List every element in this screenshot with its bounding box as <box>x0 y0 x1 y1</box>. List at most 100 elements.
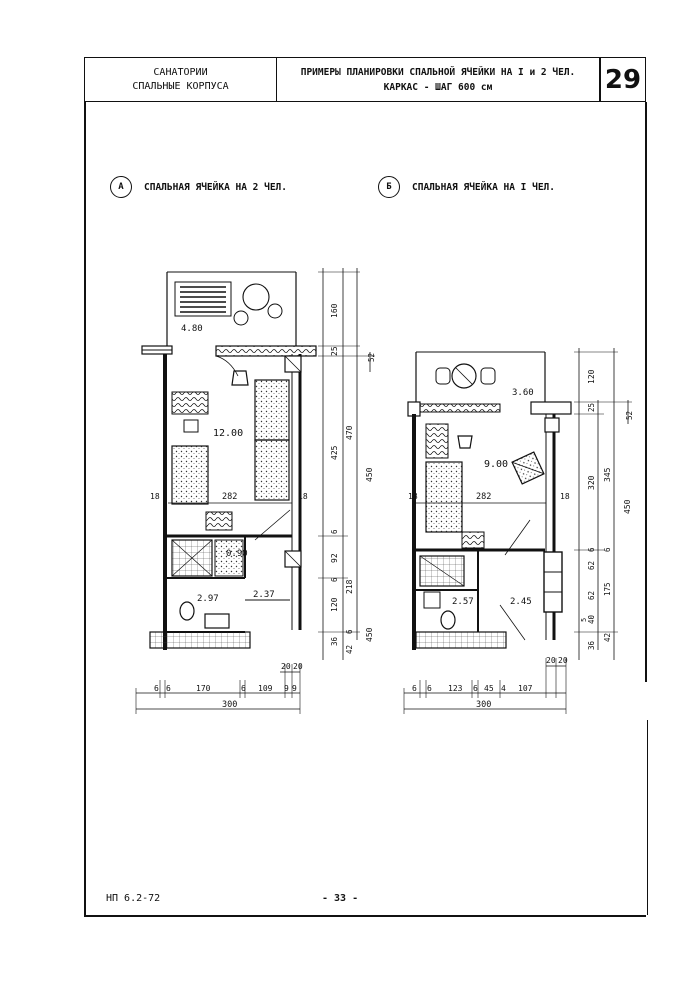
plan-b-chair-2 <box>480 367 496 385</box>
plan-b-walls <box>407 401 572 650</box>
page-number: - 33 - <box>322 893 359 904</box>
frame-bottom-border <box>84 915 646 917</box>
plan-a-bed-2 <box>171 445 209 505</box>
section-b-mark: Б <box>378 176 400 198</box>
plan-b-dim-w-left: 18 <box>408 492 418 501</box>
plan-a-dim-v8: 6 <box>330 577 339 582</box>
plan-a-dim-b1: 6 <box>154 684 159 693</box>
section-b-heading: Б СПАЛЬНАЯ ЯЧЕЙКА НА I ЧЕЛ. <box>378 176 555 198</box>
plan-a-dim-v12: 36 <box>330 636 339 646</box>
plan-b-dim-v5: 345 <box>603 467 612 482</box>
plan-b-dim-v2: 25 <box>587 403 596 412</box>
plan-b-dim-v15: 36 <box>587 640 596 650</box>
section-a-title: СПАЛЬНАЯ ЯЧЕЙКА НА 2 ЧЕЛ. <box>144 181 287 193</box>
plan-a-dim-b3: 170 <box>196 684 211 693</box>
plan-b-dim-v6: 450 <box>623 499 632 514</box>
plan-a-closet <box>214 539 244 577</box>
plan-a-dim-b6: 9 <box>284 684 289 693</box>
plan-b-sink-icon <box>423 591 441 609</box>
frame-right-border <box>645 102 647 682</box>
plan-b-dim-v12: 40 <box>587 614 596 624</box>
section-a-heading: А СПАЛЬНАЯ ЯЧЕЙКА НА 2 ЧЕЛ. <box>110 176 287 198</box>
plan-b-dim-b9: 20 <box>558 656 568 665</box>
plan-b-dim-v1: 120 <box>587 369 596 384</box>
plan-a-nightstand <box>183 419 199 433</box>
plan-b-dim-b6: 4 <box>501 684 506 693</box>
plan-a-dim-b2: 6 <box>166 684 171 693</box>
plan-a: 4.80 <box>135 268 376 714</box>
plan-b-dim-b3: 123 <box>448 684 463 693</box>
section-a-mark: А <box>110 176 132 198</box>
title-block-title: ПРИМЕРЫ ПЛАНИРОВКИ СПАЛЬНОЙ ЯЧЕЙКИ НА I … <box>277 58 601 101</box>
plan-a-dim-v13: 6 <box>345 629 354 634</box>
plan-b-dim-b8: 20 <box>546 656 556 665</box>
plan-b-width-dims: 18 282 18 <box>408 492 570 504</box>
plan-a-bed-1 <box>254 379 290 441</box>
plan-a-lamp-icon <box>231 370 249 386</box>
plan-a-dim-v5: 470 <box>345 425 354 440</box>
plan-b-hall-area: 2.45 <box>510 597 532 607</box>
plan-a-dim-b4: 6 <box>241 684 246 693</box>
sheet-number: 29 <box>604 64 642 95</box>
plan-b-dim-v10: 175 <box>603 582 612 596</box>
plan-a-dim-v7: 6 <box>330 529 339 534</box>
plan-b-armchair <box>511 451 545 485</box>
plan-b-bed <box>425 461 463 533</box>
plan-b-dim-v9: 62 <box>587 561 596 570</box>
plan-b-furniture <box>419 423 545 630</box>
title-block-category: САНАТОРИИ СПАЛЬНЫЕ КОРПУСА <box>85 58 277 101</box>
plan-b-balcony: 3.60 <box>415 351 546 402</box>
plan-a-room-area: 12.00 <box>213 428 243 439</box>
plan-a-dim-w-left: 18 <box>150 492 160 501</box>
plan-b-chair-1 <box>435 367 451 385</box>
plan-a-dim-b9: 20 <box>293 662 303 671</box>
plan-a-balcony-area: 4.80 <box>181 324 203 334</box>
sheet-title-line-2: КАРКАС - ШАГ 600 см <box>383 81 493 93</box>
document-code: НП 6.2-72 <box>106 893 161 904</box>
plan-a-toilet-icon <box>179 601 195 621</box>
plan-a-chest <box>205 511 233 531</box>
plan-a-sink-icon <box>204 613 230 629</box>
plan-b-dim-b2: 6 <box>427 684 432 693</box>
plan-b-dim-v4: 320 <box>587 475 596 490</box>
plan-b-bath-area: 2.57 <box>452 597 474 607</box>
sheet-title-line-1: ПРИМЕРЫ ПЛАНИРОВКИ СПАЛЬНОЙ ЯЧЕЙКИ НА I … <box>300 66 576 78</box>
plan-b-room-area: 9.00 <box>484 459 508 470</box>
plan-a-dim-v11: 120 <box>330 597 339 612</box>
plan-a-desk <box>171 391 209 415</box>
plan-b-height-dims: 120 25 52 320 345 450 6 6 62 175 62 40 5… <box>574 348 634 660</box>
plan-b-nightstand <box>461 531 485 549</box>
plan-b-dim-total: 300 <box>476 700 491 710</box>
plan-a-dim-v3: 52 <box>367 353 376 362</box>
plan-a-dim-v9: 92 <box>330 553 339 563</box>
plan-a-furniture <box>171 370 290 629</box>
plan-b-desk <box>425 423 449 459</box>
plan-a-closet-area: 0.90 <box>226 549 248 559</box>
section-b-title: СПАЛЬНАЯ ЯЧЕЙКА НА I ЧЕЛ. <box>412 181 555 193</box>
plan-a-dim-total: 300 <box>222 700 237 710</box>
plan-b-dim-v8: 6 <box>603 547 612 552</box>
frame-left-border <box>84 102 86 915</box>
plan-a-balcony: 4.80 <box>166 271 297 346</box>
plan-a-dim-v4: 425 <box>330 445 339 460</box>
plan-b-dim-v14: 42 <box>603 633 612 642</box>
plan-b-balcony-table <box>451 363 477 389</box>
plan-a-lounger <box>174 281 232 317</box>
plan-a-dim-b7: 9 <box>292 684 297 693</box>
frame-right-border-lower <box>647 720 649 915</box>
plan-a-height-dims: 160 25 52 425 470 450 6 6 92 218 120 36 … <box>318 268 376 660</box>
plan-a-dim-w-mid: 282 <box>222 492 237 502</box>
plan-b-dim-v13: 5 <box>580 618 588 622</box>
plan-a-chair-2 <box>267 303 283 319</box>
plan-b-toilet-icon <box>440 610 456 630</box>
plan-b-bottom-dims: 6 6 123 6 45 4 107 20 20 300 <box>403 656 568 714</box>
plan-a-hall-area: 2.37 <box>253 590 275 600</box>
plan-a-bottom-dims: 6 6 170 6 109 9 9 20 20 300 <box>135 662 303 714</box>
plan-b-dim-v3: 52 <box>625 411 634 420</box>
plan-a-dim-v6: 450 <box>365 467 374 482</box>
plan-a-dim-w-right: 18 <box>298 492 308 501</box>
plan-a-dim-v15: 450 <box>365 627 374 642</box>
plan-b-dim-b7: 107 <box>518 684 533 693</box>
